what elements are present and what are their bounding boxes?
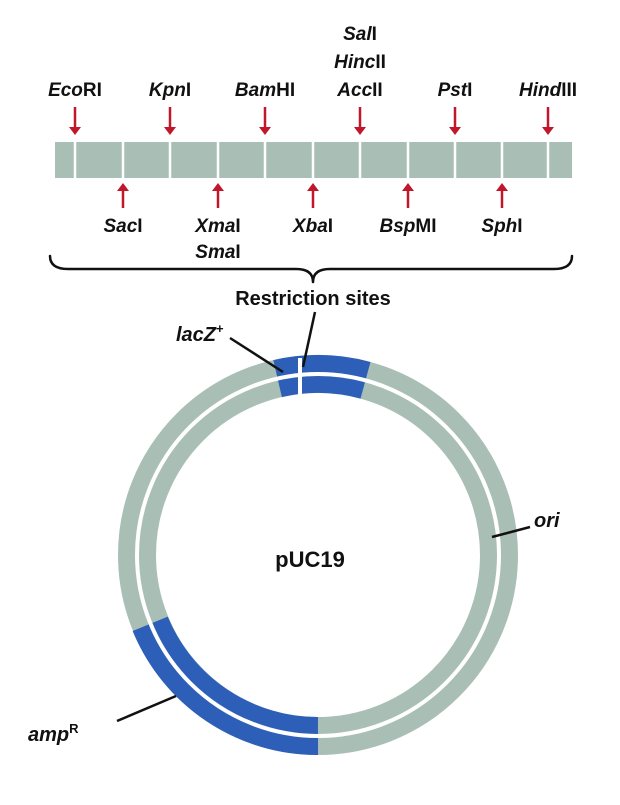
site-hincii: HincII	[334, 52, 386, 73]
site-smai: SmaI	[195, 242, 240, 263]
svg-text:ampR: ampR	[28, 721, 79, 746]
site-xbai: XbaI	[292, 183, 333, 237]
site-suffix: I	[235, 242, 240, 263]
cloning-site-bar	[55, 142, 572, 178]
site-arrow-icon	[496, 183, 508, 208]
svg-text:lacZ+: lacZ+	[176, 321, 224, 346]
site-xmai: XmaI	[194, 183, 241, 237]
site-name: Sal	[343, 24, 372, 45]
plasmid-strand-gap	[135, 372, 501, 738]
site-arrow-icon	[542, 107, 554, 135]
site-suffix: III	[561, 80, 577, 101]
site-sali: SalI	[343, 24, 377, 45]
site-bamhi: BamHI	[235, 80, 295, 135]
svg-text:XbaI: XbaI	[292, 216, 333, 237]
plasmid-ring	[118, 355, 518, 756]
site-suffix: I	[186, 80, 191, 101]
ori-label: ori	[534, 510, 560, 532]
site-hindiii: HindIII	[519, 80, 577, 135]
site-arrow-icon	[259, 107, 271, 135]
site-accii: AccII	[336, 80, 383, 135]
site-name: Eco	[48, 80, 83, 101]
site-name: Bsp	[379, 216, 415, 237]
site-arrow-icon	[307, 183, 319, 208]
site-kpni: KpnI	[149, 80, 191, 135]
site-suffix: II	[372, 80, 383, 101]
bottom-restriction-sites: SacI XmaI SmaI XbaI BspMI	[103, 183, 523, 263]
site-arrow-icon	[402, 183, 414, 208]
top-restriction-sites: EcoRI KpnI BamHI SalI HincII	[48, 24, 577, 135]
svg-text:PstI: PstI	[438, 80, 473, 101]
site-name: Kpn	[149, 80, 186, 101]
svg-text:EcoRI: EcoRI	[48, 80, 102, 101]
site-name: Bam	[235, 80, 276, 101]
svg-text:XmaI: XmaI	[194, 216, 240, 237]
site-suffix: MI	[415, 216, 436, 237]
site-sphi: SphI	[481, 183, 523, 237]
svg-text:BamHI: BamHI	[235, 80, 295, 101]
site-suffix: RI	[83, 80, 102, 101]
site-arrow-icon	[117, 183, 129, 208]
svg-text:SacI: SacI	[103, 216, 142, 237]
lacz-superscript: +	[216, 321, 224, 336]
site-suffix: HI	[276, 80, 295, 101]
site-arrow-icon	[69, 107, 81, 135]
svg-text:SmaI: SmaI	[195, 242, 240, 263]
site-name: Hind	[519, 80, 562, 101]
site-name: Acc	[336, 80, 372, 101]
site-name: Pst	[438, 80, 468, 101]
site-suffix: I	[517, 216, 522, 237]
site-saci: SacI	[103, 183, 143, 237]
plasmid-name: pUC19	[275, 547, 345, 572]
ampr-segment	[132, 616, 319, 756]
svg-text:HincII: HincII	[334, 52, 386, 73]
bar-dividers	[73, 142, 550, 178]
svg-text:BspMI: BspMI	[379, 216, 436, 237]
curly-brace	[48, 254, 574, 284]
ampr-superscript: R	[69, 721, 79, 736]
svg-text:SalI: SalI	[343, 24, 377, 45]
site-name: Sac	[103, 216, 137, 237]
restriction-sites-label: Restriction sites	[235, 288, 391, 310]
site-suffix: I	[137, 216, 142, 237]
svg-text:SphI: SphI	[481, 216, 522, 237]
site-name: Hinc	[334, 52, 376, 73]
site-arrow-icon	[449, 107, 461, 135]
site-name: Sph	[481, 216, 517, 237]
site-suffix: I	[328, 216, 333, 237]
site-suffix: I	[235, 216, 240, 237]
site-arrow-icon	[164, 107, 176, 135]
ori-pointer	[491, 525, 531, 539]
site-arrow-icon	[354, 107, 366, 135]
ampr-pointer	[116, 694, 177, 723]
site-suffix: I	[372, 24, 377, 45]
site-suffix: II	[375, 52, 386, 73]
svg-text:HindIII: HindIII	[519, 80, 577, 101]
svg-text:KpnI: KpnI	[149, 80, 191, 101]
site-name: Xba	[292, 216, 328, 237]
ampr-label: amp	[28, 724, 69, 746]
site-suffix: I	[467, 80, 472, 101]
lacz-label: lacZ	[176, 324, 217, 346]
restriction-sites-pointer	[301, 311, 317, 368]
lacz-pointer	[229, 336, 284, 374]
site-psti: PstI	[438, 80, 473, 135]
label-pointers	[116, 311, 531, 723]
site-name: Sma	[195, 242, 236, 263]
site-name: Xma	[194, 216, 236, 237]
site-bspmi: BspMI	[379, 183, 437, 237]
svg-text:AccII: AccII	[336, 80, 382, 101]
site-arrow-icon	[212, 183, 224, 208]
site-ecori: EcoRI	[48, 80, 102, 135]
